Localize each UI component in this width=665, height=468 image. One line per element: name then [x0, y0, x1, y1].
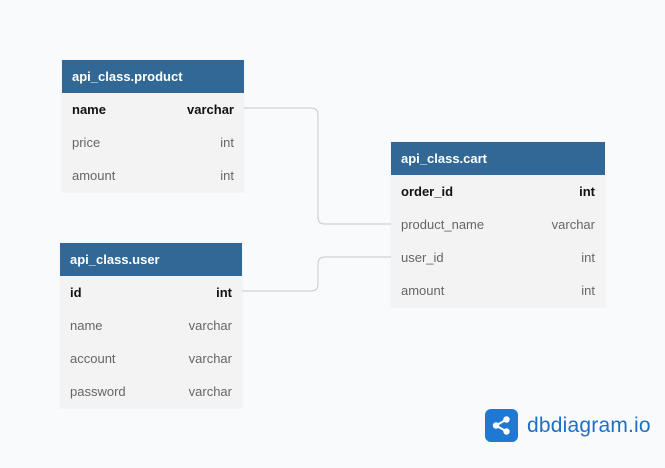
field-type: int [581, 283, 595, 298]
field-name: account [70, 351, 116, 366]
field-name: price [72, 135, 101, 150]
table-row[interactable]: product_name varchar [391, 208, 605, 241]
field-type: varchar [551, 217, 595, 232]
field-type: varchar [188, 318, 232, 333]
field-type: int [579, 184, 595, 199]
table-row[interactable]: order_id int [391, 175, 605, 208]
field-type: varchar [188, 351, 232, 366]
field-type: varchar [187, 102, 234, 117]
table-user[interactable]: api_class.user id int name varchar accou… [60, 243, 242, 408]
field-name: product_name [401, 217, 485, 232]
field-name: name [72, 102, 106, 117]
table-header[interactable]: api_class.product [62, 60, 244, 93]
table-cart[interactable]: api_class.cart order_id int product_name… [391, 142, 605, 307]
table-row[interactable]: user_id int [391, 241, 605, 274]
table-row[interactable]: account varchar [60, 342, 242, 375]
table-row[interactable]: id int [60, 276, 242, 309]
table-row[interactable]: amount int [62, 159, 244, 192]
table-header[interactable]: api_class.cart [391, 142, 605, 175]
table-row[interactable]: name varchar [62, 93, 244, 126]
brand-text: dbdiagram.io [527, 413, 651, 437]
table-header[interactable]: api_class.user [60, 243, 242, 276]
table-row[interactable]: amount int [391, 274, 605, 307]
field-name: order_id [401, 184, 454, 199]
field-name: password [70, 384, 126, 399]
field-name: user_id [401, 250, 444, 265]
brand-logo-link[interactable]: dbdiagram.io [485, 409, 651, 442]
table-row[interactable]: price int [62, 126, 244, 159]
field-type: varchar [188, 384, 232, 399]
field-name: amount [401, 283, 445, 298]
connector-product-cart[interactable] [244, 107, 391, 225]
field-name: id [70, 285, 82, 300]
field-type: int [216, 285, 232, 300]
connector-user-cart[interactable] [242, 256, 391, 292]
table-row[interactable]: name varchar [60, 309, 242, 342]
field-type: int [581, 250, 595, 265]
field-name: name [70, 318, 103, 333]
field-name: amount [72, 168, 116, 183]
field-type: int [220, 135, 234, 150]
share-nodes-icon [485, 409, 518, 442]
table-row[interactable]: password varchar [60, 375, 242, 408]
field-type: int [220, 168, 234, 183]
table-product[interactable]: api_class.product name varchar price int… [62, 60, 244, 192]
